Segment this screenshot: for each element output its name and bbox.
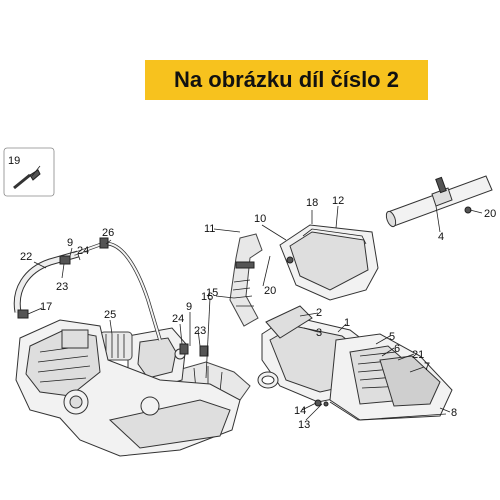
airbox-upper-10-12-18 (279, 224, 379, 301)
callout-20b: 20 (264, 285, 276, 297)
callout-16: 16 (201, 291, 213, 303)
callout-20a: 20 (484, 208, 496, 220)
intake-coupling-2-3-5 (257, 305, 329, 407)
breather-hoses-22-26 (13, 237, 209, 357)
banner-text: Na obrázku díl číslo 2 (174, 67, 399, 92)
callout-25: 25 (104, 309, 116, 321)
callout-9a: 9 (67, 237, 73, 249)
callout-labels: 19 22 9 24 23 26 17 25 9 24 23 15 16 11 … (8, 155, 496, 431)
callout-23a: 23 (56, 281, 68, 293)
callout-18: 18 (306, 197, 318, 209)
leader-lines (27, 165, 483, 421)
callout-24b: 24 (172, 313, 184, 325)
callout-5: 5 (389, 331, 395, 343)
callout-24a: 24 (77, 245, 89, 257)
part-number-banner: Na obrázku díl číslo 2 (145, 60, 428, 100)
callout-10: 10 (254, 213, 266, 225)
engine-block-17 (15, 319, 241, 457)
callout-2: 2 (316, 307, 322, 319)
callout-9b: 9 (186, 301, 192, 313)
filter-housing-6-7-8-21 (329, 333, 453, 421)
callout-8: 8 (451, 407, 457, 419)
callout-12: 12 (332, 195, 344, 207)
callout-14: 14 (294, 405, 306, 417)
callout-23b: 23 (194, 325, 206, 337)
callout-7: 7 (424, 361, 430, 373)
callout-17: 17 (40, 301, 52, 313)
callout-1: 1 (344, 317, 350, 329)
callout-6: 6 (394, 343, 400, 355)
callout-4: 4 (438, 231, 444, 243)
callout-19: 19 (8, 155, 20, 167)
callout-26: 26 (102, 227, 114, 239)
intake-snorkel-11-16 (229, 233, 263, 327)
callout-11: 11 (204, 223, 215, 235)
tailpipe-4 (385, 175, 493, 228)
callout-13: 13 (298, 419, 310, 431)
callout-21: 21 (412, 349, 424, 361)
callout-15: 15 (206, 287, 218, 299)
callout-3: 3 (316, 327, 322, 339)
callout-22: 22 (20, 251, 32, 263)
